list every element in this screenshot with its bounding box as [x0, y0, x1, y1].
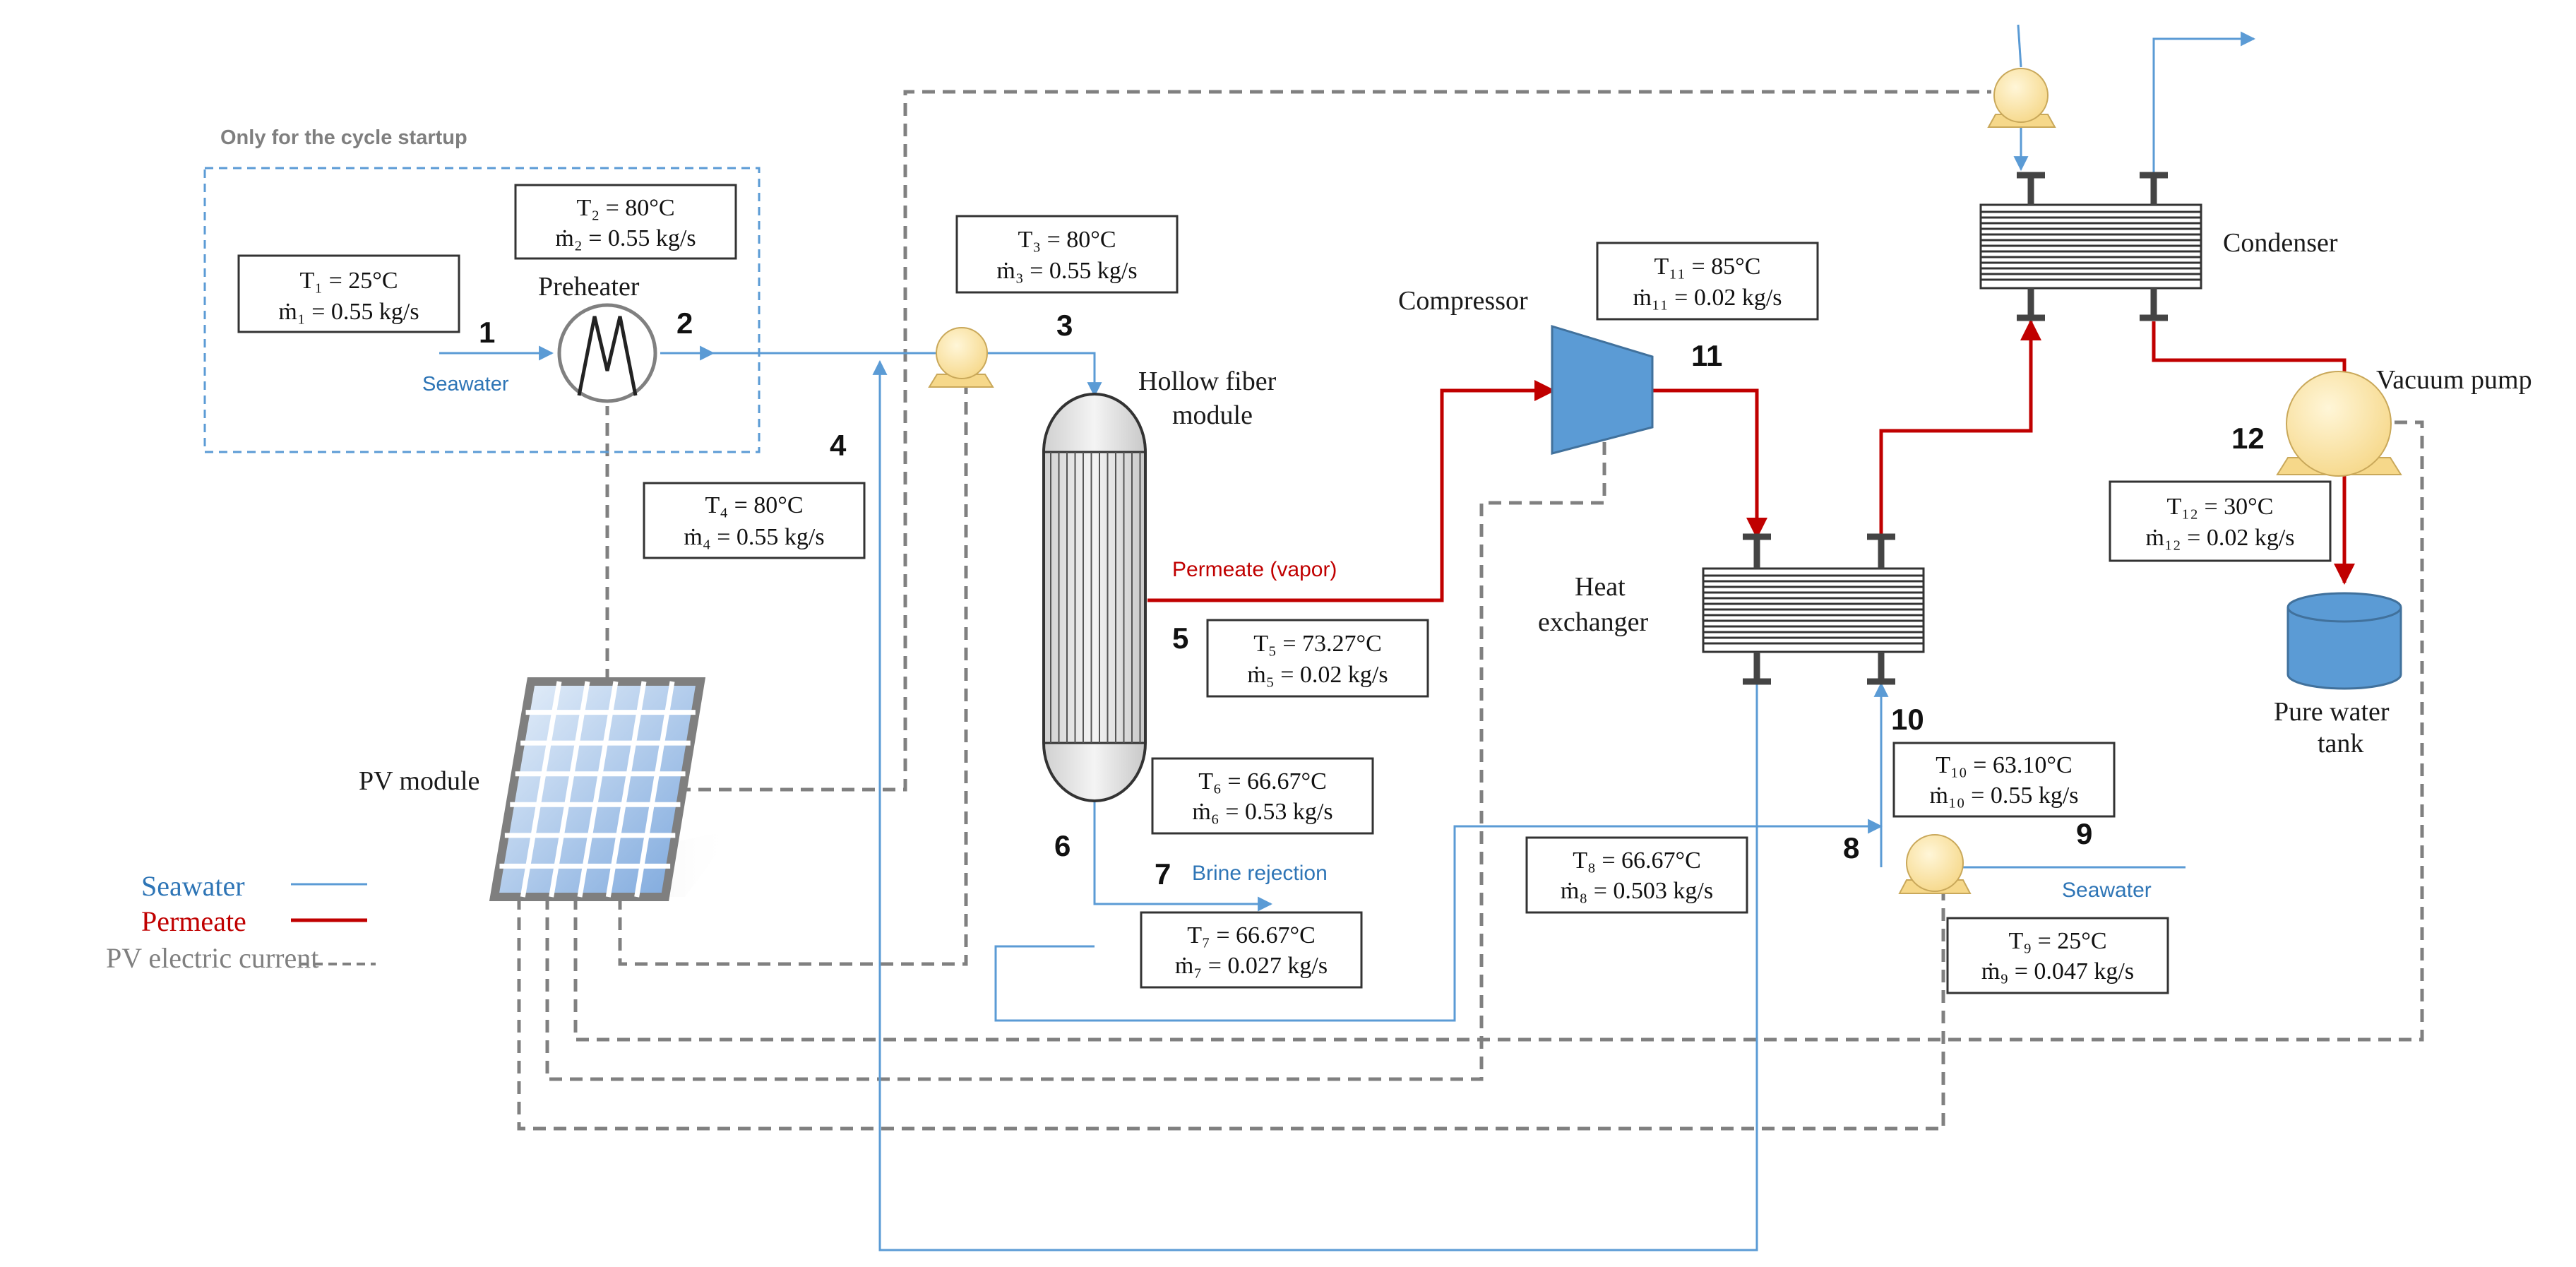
state-number-1: 1	[479, 316, 495, 349]
state-box-5	[1206, 619, 1429, 698]
pv-cell-col-line	[549, 681, 590, 898]
pv-module[interactable]	[489, 677, 734, 901]
state-3-temperature: T₃ = 80°C	[1018, 227, 1116, 253]
pure-water-label-1: Pure water	[2274, 697, 2390, 727]
state-number-10: 10	[1891, 703, 1924, 736]
vacuum-pump-label: Vacuum pump	[2376, 365, 2532, 395]
pure-water-tank[interactable]	[2286, 592, 2402, 690]
seawater-inlet-label: Seawater	[422, 373, 509, 395]
legend-permeate-label: Permeate	[141, 905, 246, 937]
state-number-5: 5	[1172, 621, 1188, 655]
state-number-8: 8	[1843, 831, 1859, 864]
state-8-massflow: ṁ₈ = 0.503 kg/s	[1561, 878, 1713, 904]
feed-pump[interactable]	[928, 327, 994, 388]
state-2-temperature: T₂ = 80°C	[576, 195, 674, 221]
compressor-label: Compressor	[1398, 286, 1528, 316]
pv-module-label: PV module	[359, 766, 479, 796]
legend-seawater-label: Seawater	[141, 870, 245, 902]
state-12-temperature: T₁₂ = 30°C	[2167, 494, 2274, 520]
startup-box	[203, 167, 761, 453]
condenser-feed-pump[interactable]	[1987, 68, 2056, 128]
state-number-9: 9	[2076, 817, 2092, 850]
seawater-9-label: Seawater	[2062, 879, 2152, 902]
state-box-4	[643, 482, 866, 559]
condenser-label: Condenser	[2223, 228, 2338, 258]
state-5-massflow: ṁ₅ = 0.02 kg/s	[1247, 662, 1388, 688]
vacuum-pump[interactable]	[2276, 371, 2402, 477]
state-number-12: 12	[2231, 422, 2265, 455]
state-4-massflow: ṁ₄ = 0.55 kg/s	[684, 524, 824, 550]
hollow-fiber-label-2: module	[1172, 400, 1253, 430]
state-11-massflow: ṁ₁₁ = 0.02 kg/s	[1633, 285, 1782, 311]
heat-exchanger-label-2: exchanger	[1538, 607, 1648, 637]
state-5-temperature: T₅ = 73.27°C	[1253, 631, 1382, 657]
seawater-pump[interactable]	[1898, 834, 1972, 894]
state-4-temperature: T₄ = 80°C	[705, 492, 803, 518]
condenser[interactable]	[1979, 172, 2202, 321]
state-box-3	[955, 215, 1179, 294]
pv-cell-col-line	[577, 681, 619, 898]
state-9-massflow: ṁ₉ = 0.047 kg/s	[1981, 958, 2134, 985]
state-box-10	[1892, 742, 2116, 818]
brine-rejection-label: Brine rejection	[1192, 862, 1328, 885]
state-number-7: 7	[1155, 857, 1171, 891]
state-8-temperature: T₈ = 66.67°C	[1573, 847, 1701, 874]
seawater-lines	[439, 24, 2256, 1251]
state-box-12	[2109, 480, 2332, 562]
state-box-11	[1596, 242, 1819, 321]
state-number-6: 6	[1054, 829, 1071, 862]
state-box-8	[1525, 836, 1748, 914]
permeate-vapor-label: Permeate (vapor)	[1172, 558, 1337, 581]
state-3-massflow: ṁ₃ = 0.55 kg/s	[996, 258, 1137, 284]
state-7-massflow: ṁ₇ = 0.027 kg/s	[1175, 953, 1328, 979]
legend: Seawater Permeate PV electric current	[106, 870, 376, 974]
state-box-9	[1946, 917, 2169, 994]
state-6-temperature: T₆ = 66.67°C	[1198, 768, 1327, 795]
state-2-massflow: ṁ₂ = 0.55 kg/s	[555, 225, 696, 251]
state-1-massflow: ṁ₁ = 0.55 kg/s	[278, 299, 419, 325]
state-1-temperature: T₁ = 25°C	[299, 268, 398, 294]
state-11-temperature: T₁₁ = 85°C	[1654, 254, 1761, 280]
permeate-lines	[1147, 319, 2355, 602]
state-number-11: 11	[1691, 339, 1722, 372]
state-box-1	[237, 254, 460, 333]
state-10-massflow: ṁ₁₀ = 0.55 kg/s	[1929, 783, 2078, 809]
state-number-4: 4	[830, 429, 847, 462]
preheater-label: Preheater	[538, 272, 640, 302]
pure-water-label-2: tank	[2318, 729, 2363, 759]
pv-cell-col-line	[634, 681, 675, 898]
pv-cell-col-line	[520, 681, 562, 898]
state-7-temperature: T₇ = 66.67°C	[1187, 922, 1316, 948]
state-box-2	[514, 184, 737, 260]
state-box-6	[1151, 757, 1374, 835]
heat-exchanger-label-1: Heat	[1575, 572, 1626, 602]
state-number-3: 3	[1056, 309, 1073, 342]
hollow-fiber-label-1: Hollow fiber	[1138, 367, 1277, 396]
pv-cell-col-line	[605, 681, 647, 898]
startup-note: Only for the cycle startup	[220, 126, 467, 149]
legend-pv-current-label: PV electric current	[106, 942, 318, 974]
state-12-massflow: ṁ₁₂ = 0.02 kg/s	[2145, 525, 2294, 551]
hollow-fiber-module[interactable]	[1042, 393, 1147, 802]
state-6-massflow: ṁ₆ = 0.53 kg/s	[1192, 799, 1332, 825]
state-9-temperature: T₉ = 25°C	[2008, 928, 2106, 954]
state-number-2: 2	[676, 307, 693, 340]
state-10-temperature: T₁₀ = 63.10°C	[1936, 752, 2072, 778]
compressor[interactable]	[1551, 324, 1654, 455]
heat-exchanger[interactable]	[1702, 533, 1925, 685]
preheater[interactable]	[557, 303, 657, 403]
state-box-7	[1140, 911, 1363, 989]
